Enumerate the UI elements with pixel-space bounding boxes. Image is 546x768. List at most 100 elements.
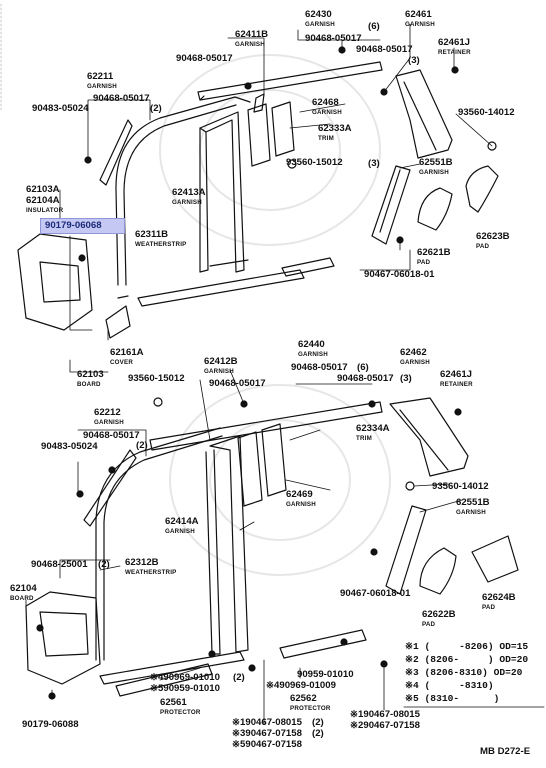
part-90468-e: 90468-05017 (291, 362, 348, 373)
part-62621b: 62621B (417, 247, 451, 258)
part-90467-b: 90467-06018-01 (340, 588, 411, 599)
part-90468-h-qty: (2) (136, 440, 148, 451)
part-62161a-cover: COVER (110, 359, 134, 366)
garnish-62211 (99, 119, 133, 186)
part-90467-c-qty: (2) (312, 717, 324, 728)
part-90468-f: 90468-05017 (209, 378, 266, 389)
part-62411b-garnish: GARNISH (235, 41, 265, 48)
garnish-62413a (199, 111, 249, 273)
part-62440-garnish: GARNISH (298, 351, 328, 358)
part-90969-a: ※490969-01010 (150, 672, 220, 683)
part-62461j-lower: 62461J (440, 369, 473, 380)
part-90467-a: 90467-06018-01 (364, 269, 435, 280)
part-62311b: 62311B (135, 229, 169, 240)
part-62551b-lower: 62551B (456, 497, 490, 508)
legend-row-1: ※1 ( -8206) OD=15 (405, 641, 529, 652)
board-62103 (17, 233, 93, 331)
part-90468-c-qty: (3) (408, 55, 420, 66)
part-62333a-trim: TRIM (318, 135, 334, 142)
part-62461: 62461 (405, 9, 432, 20)
part-62551b: 62551B (419, 157, 453, 168)
part-62430-garnish: GARNISH (305, 21, 335, 28)
watermark (159, 54, 391, 576)
protector-62562 (279, 629, 367, 659)
part-62469: 62469 (286, 489, 313, 500)
part-62414a-garnish: GARNISH (165, 528, 195, 535)
highlighted-part-box[interactable] (40, 218, 125, 234)
garnish-62212 (83, 449, 137, 527)
part-62462: 62462 (400, 347, 427, 358)
part-62624b: 62624B (482, 592, 516, 603)
part-62413a-garnish: GARNISH (172, 199, 202, 206)
part-62103-board: BOARD (77, 381, 101, 388)
part-90467-c: ※190467-08015 (232, 717, 302, 728)
part-90468-i: 90468-25001 (31, 559, 88, 570)
part-62334a-trim: TRIM (356, 435, 372, 442)
part-90468-a: 90468-05017 (305, 33, 362, 44)
sill-upper (137, 257, 335, 307)
part-90959-b: 90959-01010 (297, 669, 354, 680)
weatherstrip-62311b (115, 96, 251, 299)
part-62430: 62430 (305, 9, 332, 20)
part-90467-f: ※190467-08015 (350, 709, 420, 720)
garnish-62411b (253, 93, 265, 113)
diagram-code: MB D272-E (480, 746, 531, 757)
part-62623b: 62623B (476, 231, 510, 242)
part-90468-d: 90468-05017 (93, 93, 150, 104)
part-90468-c: 90468-05017 (356, 44, 413, 55)
part-62103a: 62103A (26, 184, 60, 195)
highlighted-part-number[interactable]: 90179-06068 (45, 220, 102, 231)
pad-62624b (471, 535, 519, 583)
part-62334a: 62334A (356, 423, 390, 434)
part-62412b-garnish: GARNISH (204, 368, 234, 375)
screw-markers-lower (153, 397, 415, 491)
part-62411b: 62411B (235, 29, 269, 40)
part-62624b-pad: PAD (482, 604, 496, 611)
part-90468-h: 90468-05017 (83, 430, 140, 441)
part-62104a: 62104A (26, 195, 60, 206)
fasteners-upper (78, 46, 459, 262)
part-62561: 62561 (160, 697, 187, 708)
cover-62161a (105, 305, 131, 339)
part-62312b: 62312B (125, 557, 159, 568)
part-90467-d-qty: (2) (312, 728, 324, 739)
part-90969-b: ※490969-01009 (266, 680, 336, 691)
part-62562-protector: PROTECTOR (290, 705, 331, 712)
part-62212: 62212 (94, 407, 121, 418)
part-90468-e-qty: (6) (357, 362, 369, 373)
part-90468-g-qty: (3) (400, 373, 412, 384)
part-62561-protector: PROTECTOR (160, 709, 201, 716)
garnish-62414a (205, 435, 249, 655)
part-62462-garnish: GARNISH (400, 359, 430, 366)
part-62212-garnish: GARNISH (94, 419, 124, 426)
part-62461j-lower-retainer: RETAINER (440, 381, 473, 388)
garnish-62462 (389, 397, 469, 477)
part-62103a-insulator: INSULATOR (26, 207, 64, 214)
part-62469-garnish: GARNISH (286, 501, 316, 508)
pad-62622b (419, 547, 457, 595)
garnish-62461 (395, 69, 453, 159)
garnish-62468 (247, 101, 295, 167)
part-62461j-retainer: RETAINER (438, 49, 471, 56)
part-93560-b-qty: (3) (368, 158, 380, 169)
screw-markers-upper (287, 141, 497, 169)
weatherstrip-62312b (95, 427, 223, 661)
part-90467-g: ※290467-07158 (350, 720, 420, 731)
part-62104: 62104 (10, 583, 37, 594)
part-93560-b: 93560-15012 (286, 157, 343, 168)
part-90483-a: 90483-05024 (32, 103, 89, 114)
part-93560-a: 93560-14012 (458, 107, 515, 118)
part-90959-a: ※590959-01010 (150, 683, 220, 694)
fasteners-lower (36, 400, 462, 700)
part-62461-garnish: GARNISH (405, 21, 435, 28)
part-62622b-pad: PAD (422, 621, 436, 628)
garnish-62469 (237, 423, 287, 507)
part-90467-e: ※590467-07158 (232, 739, 302, 750)
part-62468: 62468 (312, 97, 339, 108)
part-90468-d-qty: (2) (150, 103, 162, 114)
part-62622b: 62622B (422, 609, 456, 620)
part-62621b-pad: PAD (417, 259, 431, 266)
part-62623b-pad: PAD (476, 243, 490, 250)
part-62103: 62103 (77, 369, 104, 380)
